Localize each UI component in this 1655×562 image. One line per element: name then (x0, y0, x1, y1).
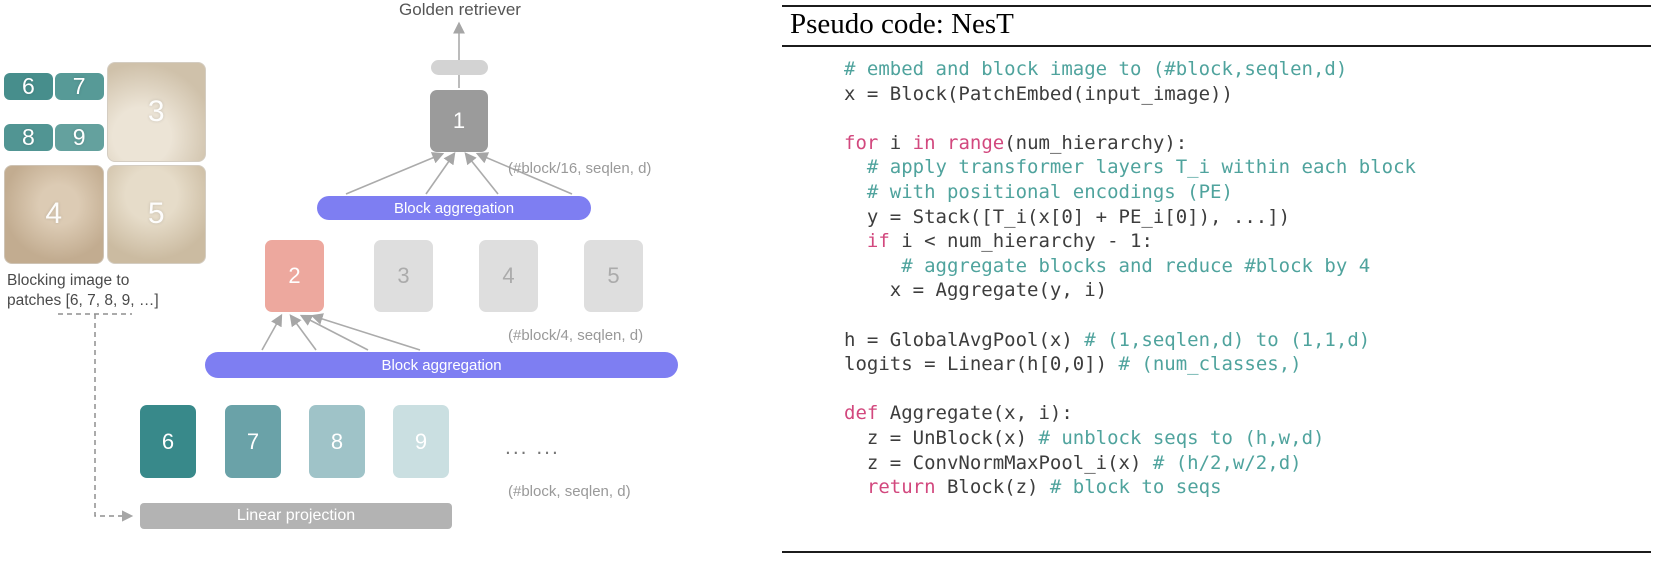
code-comment: # unblock seqs to (h,w,d) (1038, 426, 1325, 449)
code-text: i < num_hierarchy - 1: (889, 230, 1153, 253)
dashed-connector (58, 313, 134, 522)
block-5: 5 (584, 240, 643, 312)
patch-label: 9 (72, 123, 86, 150)
code-text: x = Aggregate(y, i) (844, 279, 1108, 302)
code-comment: # aggregate blocks and reduce #block by … (844, 254, 1371, 277)
block-7: 7 (225, 405, 281, 478)
patch-5: 5 (106, 164, 206, 264)
patch-9: 9 (54, 123, 104, 151)
patch-caption: Blocking image to patches [6, 7, 8, 9, …… (7, 271, 159, 311)
fan-arrows-middle (261, 313, 421, 351)
code-line: z = UnBlock(x) # unblock seqs to (h,w,d) (844, 426, 1416, 451)
code-comment: # apply transformer layers T_i within ea… (844, 156, 1416, 179)
class-label: Golden retriever (399, 0, 521, 19)
code-line: # with positional encodings (PE) (844, 180, 1416, 205)
code-text: z = UnBlock(x) (844, 426, 1039, 449)
code-line: logits = Linear(h[0,0]) # (num_classes,) (844, 352, 1416, 377)
block-1: 1 (430, 90, 488, 152)
code-line: if i < num_hierarchy - 1: (844, 229, 1416, 254)
code-text: Aggregate(x, i): (878, 402, 1073, 425)
image-block-subdivided: 6 7 8 9 (4, 62, 104, 162)
code-keyword: for (844, 131, 879, 154)
patch-caption-line2: patches [6, 7, 8, 9, …] (7, 292, 159, 309)
code-line: x = Block(PatchEmbed(input_image)) (844, 82, 1416, 107)
patch-caption-line1: Blocking image to (7, 272, 130, 289)
code-text (844, 476, 867, 498)
code-comment: # (1,seqlen,d) to (1,1,d) (1084, 328, 1371, 351)
code-text (936, 132, 947, 154)
code-line: x = Aggregate(y, i) (844, 278, 1416, 303)
input-image: 6 7 8 9 3 4 5 (4, 62, 206, 264)
code-title: Pseudo code: NesT (790, 8, 1014, 40)
patch-4: 4 (4, 164, 104, 264)
rule-bottom (782, 551, 1651, 553)
patch-label: 5 (147, 197, 165, 231)
block-aggregation-bar-1: Block aggregation (317, 196, 591, 220)
code-text: logits = Linear(h[0,0]) (844, 353, 1119, 376)
patch-6: 6 (4, 72, 53, 100)
code-keyword: if (866, 230, 890, 253)
block-3: 3 (374, 240, 433, 312)
patch-label: 6 (21, 72, 35, 99)
code-line: return Block(z) # block to seqs (844, 475, 1416, 500)
patch-label: 8 (21, 123, 35, 150)
code-line (844, 377, 1416, 402)
code-comment: # (h/2,w/2,d) (1152, 451, 1302, 474)
code-line (844, 303, 1416, 328)
ellipsis: ... ... (505, 436, 560, 459)
patch-7: 7 (54, 72, 104, 100)
code-line: z = ConvNormMaxPool_i(x) # (h/2,w/2,d) (844, 451, 1416, 476)
shape-annotation-bottom: (#block, seqlen, d) (508, 483, 631, 500)
code-line: # apply transformer layers T_i within ea… (844, 155, 1416, 180)
code-line: for i in range(num_hierarchy): (844, 131, 1416, 156)
code-text (844, 230, 867, 252)
block-aggregation-bar-2: Block aggregation (205, 352, 678, 378)
classifier-head (431, 60, 488, 75)
shape-annotation-middle: (#block/4, seqlen, d) (508, 327, 644, 344)
patch-label: 4 (45, 197, 63, 231)
linear-projection-bar: Linear projection (140, 503, 452, 529)
pseudo-code-panel: Pseudo code: NesT # embed and block imag… (782, 0, 1653, 562)
code-block: # embed and block image to (#block,seqle… (844, 57, 1416, 500)
block-2: 2 (265, 240, 324, 312)
block-8: 8 (309, 405, 365, 478)
code-line: y = Stack([T_i(x[0] + PE_i[0]), ...]) (844, 205, 1416, 230)
code-text: h = GlobalAvgPool(x) (844, 328, 1085, 351)
code-line (844, 106, 1416, 131)
code-comment: # with positional encodings (PE) (844, 180, 1233, 203)
code-line: def Aggregate(x, i): (844, 401, 1416, 426)
code-line: # embed and block image to (#block,seqle… (844, 57, 1416, 82)
code-text: x = Block(PatchEmbed(input_image)) (844, 82, 1233, 105)
patch-label: 3 (147, 94, 165, 128)
block-9: 9 (393, 405, 449, 478)
patch-8: 8 (4, 123, 53, 151)
code-keyword: return (866, 476, 936, 499)
code-line: h = GlobalAvgPool(x) # (1,seqlen,d) to (… (844, 328, 1416, 353)
patch-3: 3 (106, 62, 206, 162)
code-text: z = ConvNormMaxPool_i(x) (844, 451, 1153, 474)
code-comment: # embed and block image to (#block,seqle… (844, 58, 1348, 80)
code-text: y = Stack([T_i(x[0] + PE_i[0]), ...]) (844, 205, 1291, 228)
shape-annotation-top: (#block/16, seqlen, d) (508, 160, 652, 177)
code-line: # aggregate blocks and reduce #block by … (844, 254, 1416, 279)
rule-top (782, 5, 1651, 7)
code-text: (num_hierarchy): (1004, 131, 1188, 154)
code-text: Block(z) (935, 476, 1050, 499)
code-comment: # (num_classes,) (1118, 353, 1302, 376)
patch-label: 7 (72, 72, 86, 99)
code-text: i (878, 131, 913, 154)
rule-mid (782, 45, 1651, 47)
code-comment: # block to seqs (1049, 476, 1222, 499)
block-6: 6 (140, 405, 196, 478)
code-keyword: def (844, 402, 879, 425)
code-keyword: range (947, 131, 1005, 154)
block-4: 4 (479, 240, 538, 312)
code-keyword: in (912, 131, 936, 154)
